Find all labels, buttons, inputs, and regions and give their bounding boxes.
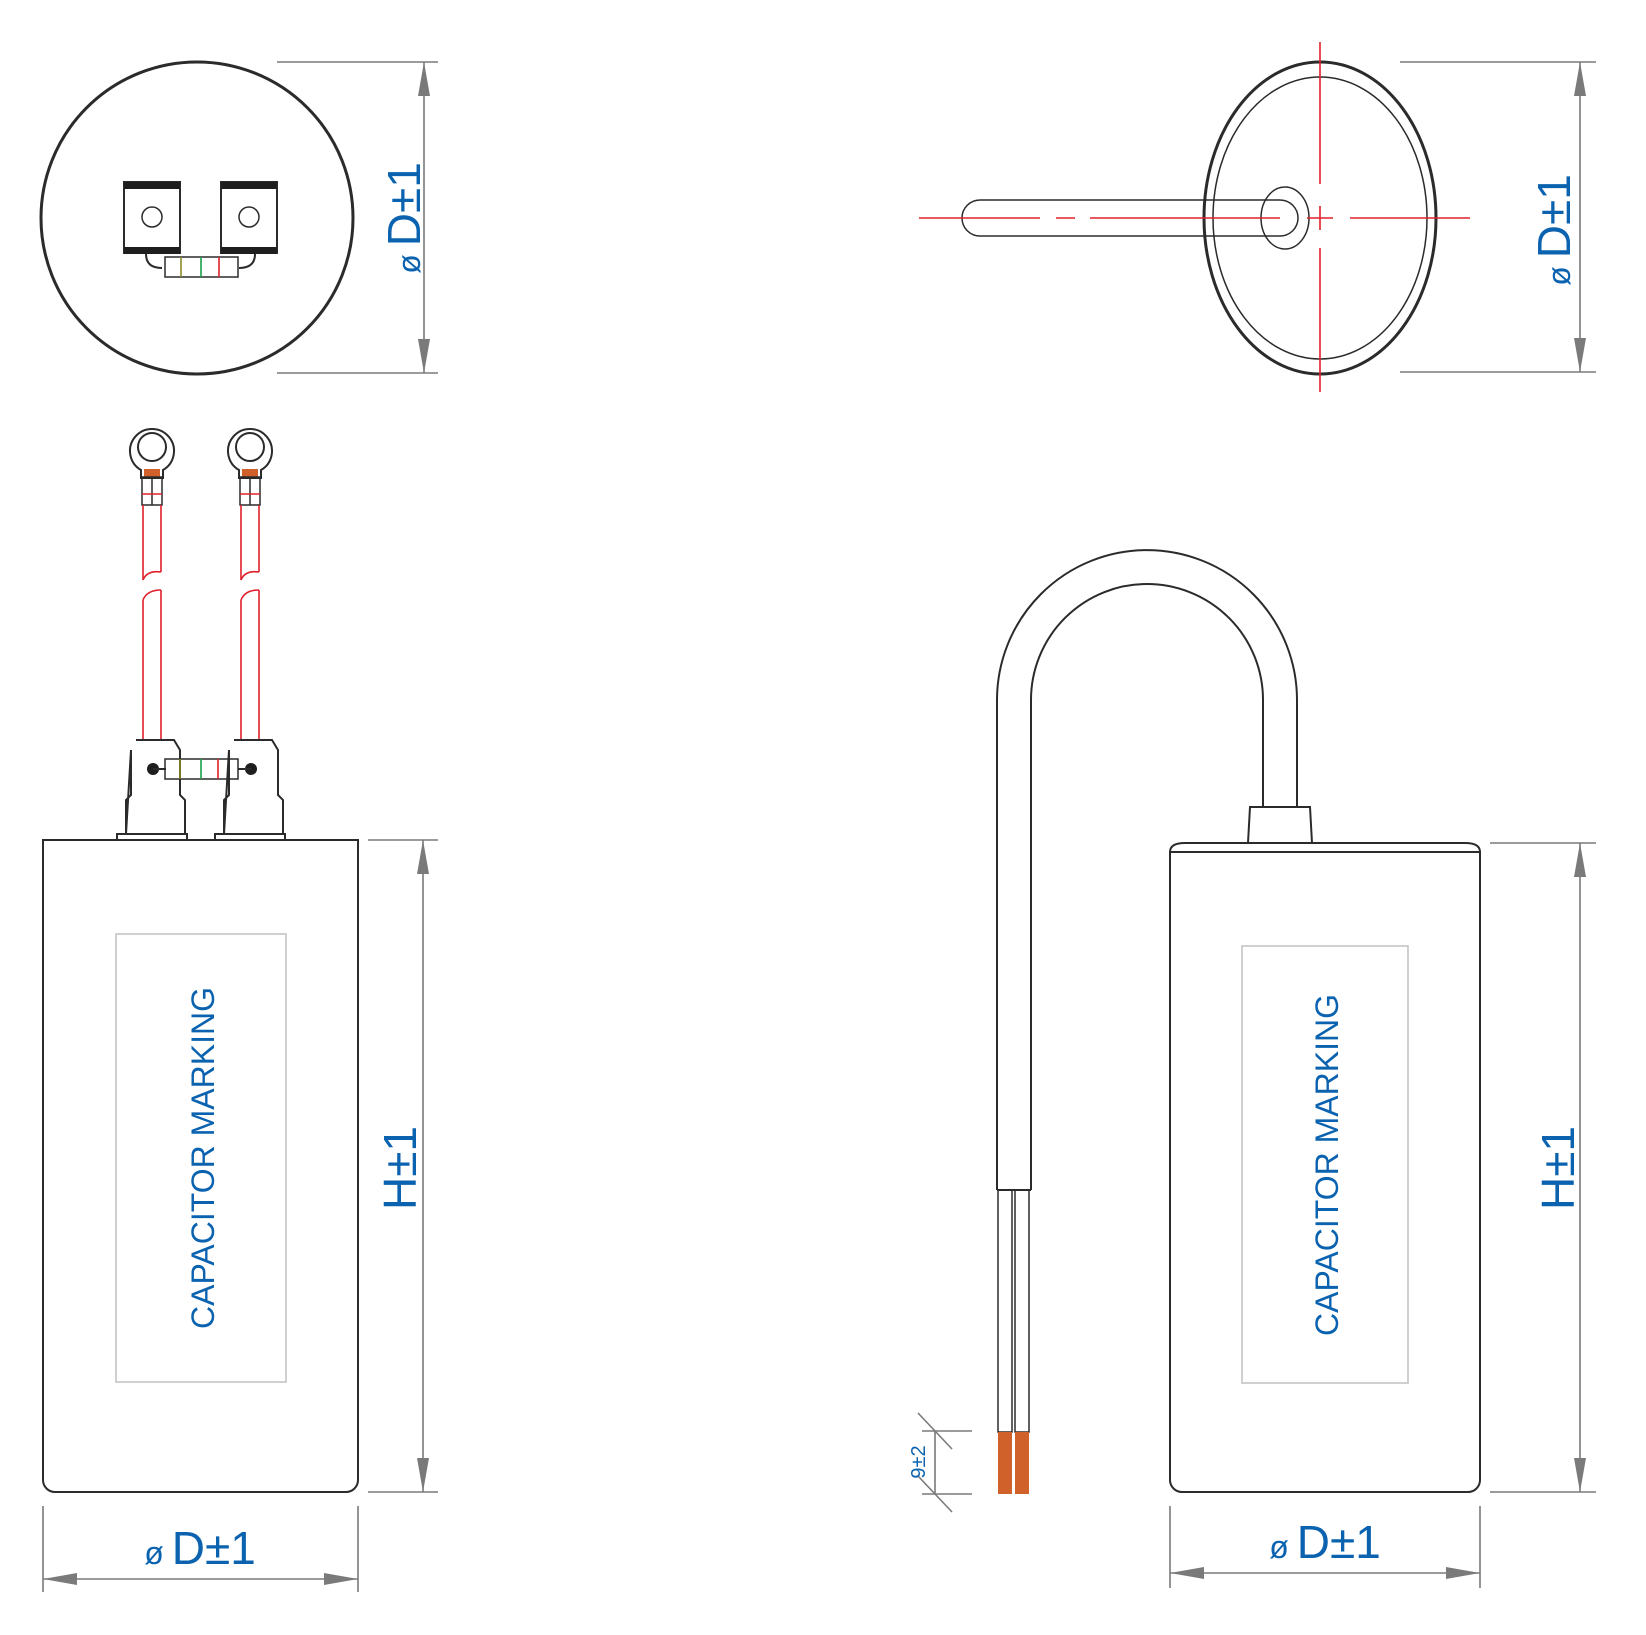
height-label: H±1 [1532, 1126, 1584, 1210]
cable-grommet [1246, 806, 1314, 844]
discharge-resistor [145, 253, 256, 278]
stripped-conductor [998, 1432, 1012, 1494]
center-lines [919, 42, 1470, 392]
capacitor-top-outline [39, 60, 355, 376]
top-view-terminals: øD±1 [39, 60, 438, 376]
strip-length-dimension: 9±2 [908, 1412, 972, 1513]
terminal-right [220, 181, 278, 254]
discharge-resistor [147, 758, 257, 780]
diameter-label: øD±1 [378, 162, 430, 274]
height-dimension-right: H±1 [1490, 842, 1596, 1493]
strip-length-label: 9±2 [908, 1445, 930, 1478]
diameter-dimension-top-left: øD±1 [277, 61, 438, 374]
ring-lug-left [129, 427, 175, 740]
height-dimension-left: H±1 [368, 839, 438, 1493]
terminal-left [123, 181, 181, 254]
capacitor-marking-text: CAPACITOR MARKING [185, 987, 221, 1329]
diameter-label: øD±1 [1528, 174, 1580, 286]
top-view-cable: øD±1 [919, 42, 1596, 392]
capacitor-body [1169, 851, 1481, 1493]
wire-ends [997, 1189, 1030, 1494]
capacitor-body [42, 839, 359, 1493]
stripped-conductor [1015, 1432, 1029, 1494]
cable-outer [996, 549, 1298, 1190]
faston-right [223, 739, 284, 835]
height-label: H±1 [374, 1126, 426, 1210]
cable-top [961, 199, 1299, 237]
diameter-dimension-top-right: øD±1 [1400, 61, 1596, 373]
ring-lug-right [227, 427, 273, 740]
marking-label-box [1241, 945, 1409, 1384]
cable-inner [1030, 583, 1264, 1190]
marking-label-box [115, 933, 287, 1383]
faston-left [125, 739, 186, 835]
capacitor-marking-text: CAPACITOR MARKING [1309, 994, 1345, 1336]
capacitor-lid [1169, 842, 1481, 853]
